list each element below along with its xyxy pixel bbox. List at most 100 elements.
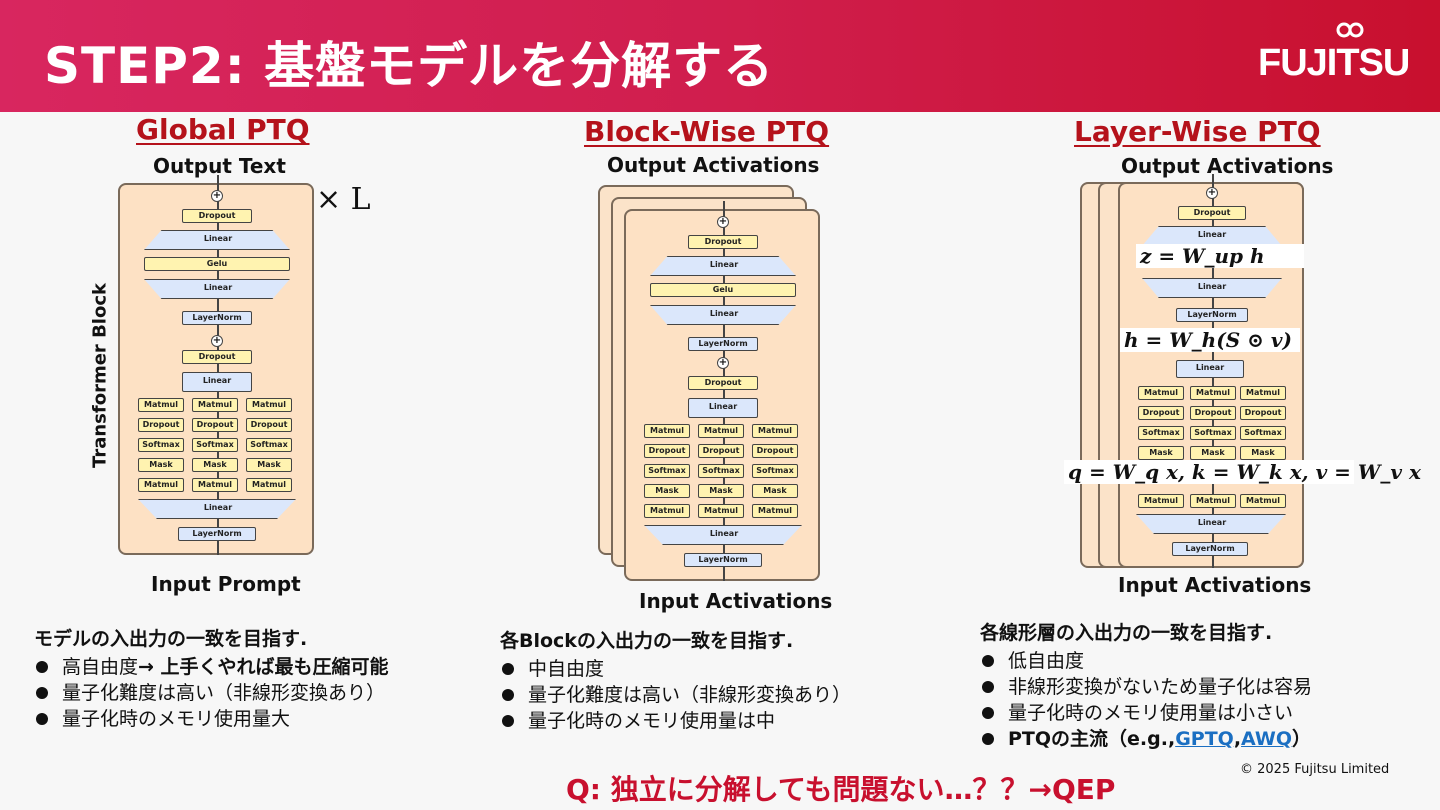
add-node-icon: + — [211, 335, 223, 347]
block-input-label: Input Activations — [639, 589, 833, 613]
bullet-icon — [982, 733, 994, 745]
dropout-module: Dropout — [1190, 406, 1236, 420]
formula-text: z = W_up h — [1140, 244, 1265, 268]
gelu-module: Gelu — [650, 283, 796, 297]
bullet-text: 量子化難度は高い（非線形変換あり） — [528, 684, 852, 706]
dropout-module: Dropout — [1138, 406, 1184, 420]
mask-module: Mask — [192, 458, 238, 472]
softmax-module: Softmax — [698, 464, 744, 478]
linear-label: Linear — [1197, 230, 1227, 239]
global-description: モデルの入出力の一致を目指す. 高自由度 → 上手くやれば最も圧縮可能 量子化難… — [34, 626, 389, 732]
bullet-icon — [982, 681, 994, 693]
matmul-module: Matmul — [644, 504, 690, 518]
awq-link[interactable]: AWQ — [1241, 728, 1293, 750]
block-output-label: Output Activations — [607, 153, 820, 177]
separator-text: , — [1233, 728, 1242, 750]
bullet-icon — [36, 713, 48, 725]
list-item: 中自由度 — [500, 656, 851, 682]
block-wise-transformer-block: + Dropout Linear Gelu Linear LayerNorm +… — [624, 201, 820, 581]
matmul-module: Matmul — [698, 424, 744, 438]
dropout-module: Dropout — [1240, 406, 1286, 420]
matmul-module: Matmul — [1190, 494, 1236, 508]
bullet-text: 量子化時のメモリ使用量は小さい — [1008, 702, 1294, 724]
list-item: 量子化時のメモリ使用量は中 — [500, 708, 851, 734]
linear-label: Linear — [1197, 518, 1227, 527]
mask-module: Mask — [138, 458, 184, 472]
linear-label: Linear — [709, 529, 739, 538]
repeat-l-label: × L — [316, 182, 371, 217]
dropout-module: Dropout — [182, 209, 252, 223]
layernorm-module: LayerNorm — [1172, 542, 1248, 556]
linear-label: Linear — [709, 309, 739, 318]
matmul-module: Matmul — [752, 504, 798, 518]
mask-module: Mask — [752, 484, 798, 498]
layernorm-module: LayerNorm — [182, 311, 252, 325]
block-description: 各Blockの入出力の一致を目指す. 中自由度 量子化難度は高い（非線形変換あり… — [500, 628, 851, 734]
mask-module: Mask — [644, 484, 690, 498]
formula-h-w-h: h = W_h(S ⊙ v) — [1120, 328, 1300, 352]
linear-label: Linear — [1197, 282, 1227, 291]
add-node-icon: + — [717, 216, 729, 228]
fujitsu-logo: FUJITSU — [1258, 22, 1410, 84]
layer-output-label: Output Activations — [1121, 154, 1334, 178]
global-description-head: モデルの入出力の一致を目指す. — [34, 628, 308, 650]
list-item: 量子化難度は高い（非線形変換あり） — [34, 680, 389, 706]
global-transformer-block: + Dropout Linear Gelu Linear LayerNorm +… — [118, 175, 314, 555]
dropout-module: Dropout — [138, 418, 184, 432]
formula-text: h = W_h(S ⊙ v) — [1124, 328, 1292, 352]
list-item: 量子化時のメモリ使用量は小さい — [980, 700, 1312, 726]
linear-label: Linear — [203, 283, 233, 292]
add-node-icon: + — [1206, 187, 1218, 199]
matmul-module: Matmul — [192, 398, 238, 412]
formula-text: q = W_q x, k = W_k x, v = W_v x — [1068, 460, 1421, 484]
bullet-text: 低自由度 — [1008, 650, 1085, 672]
bullet-text: 量子化時のメモリ使用量は中 — [528, 710, 776, 732]
matmul-module: Matmul — [192, 478, 238, 492]
residual-path — [217, 175, 219, 555]
copyright-text: © 2025 Fujitsu Limited — [1240, 762, 1390, 777]
mask-module: Mask — [1240, 446, 1286, 460]
linear-label: Linear — [203, 234, 233, 243]
slide-title: STEP2: 基盤モデルを分解する — [44, 37, 775, 95]
global-ptq-title: Global PTQ — [136, 113, 310, 146]
residual-path — [723, 201, 725, 581]
layer-description: 各線形層の入出力の一致を目指す. 低自由度 非線形変換がないため量子化は容易 量… — [980, 620, 1312, 752]
bullet-icon — [982, 707, 994, 719]
block-description-head: 各Blockの入出力の一致を目指す. — [500, 630, 794, 652]
bullet-text: 高自由度 — [62, 656, 139, 678]
block-wise-ptq-title: Block-Wise PTQ — [584, 115, 830, 148]
matmul-module: Matmul — [752, 424, 798, 438]
matmul-module: Matmul — [246, 398, 292, 412]
list-item: 高自由度 → 上手くやれば最も圧縮可能 — [34, 654, 389, 680]
layernorm-module: LayerNorm — [688, 337, 758, 351]
matmul-module: Matmul — [1240, 494, 1286, 508]
bullet-icon — [502, 689, 514, 701]
bullet-text: ） — [1292, 728, 1312, 750]
list-item: PTQの主流（e.g., GPTQ , AWQ ） — [980, 726, 1312, 752]
matmul-module: Matmul — [1138, 494, 1184, 508]
matmul-module: Matmul — [1240, 386, 1286, 400]
layernorm-module: LayerNorm — [178, 527, 256, 541]
bullet-text: 量子化難度は高い（非線形変換あり） — [62, 682, 386, 704]
softmax-module: Softmax — [1138, 426, 1184, 440]
mask-module: Mask — [698, 484, 744, 498]
list-item: 量子化時のメモリ使用量大 — [34, 706, 389, 732]
formula-z-w-up-h: z = W_up h — [1136, 244, 1304, 268]
bullet-emphasis: → 上手くやれば最も圧縮可能 — [138, 656, 389, 678]
layer-wise-ptq-title: Layer-Wise PTQ — [1074, 115, 1321, 148]
mask-module: Mask — [246, 458, 292, 472]
add-node-icon: + — [717, 357, 729, 369]
layer-input-label: Input Activations — [1118, 573, 1312, 597]
bullet-text: PTQの主流（e.g., — [1008, 728, 1176, 750]
matmul-module: Matmul — [138, 398, 184, 412]
bullet-text: 非線形変換がないため量子化は容易 — [1008, 676, 1313, 698]
bullet-icon — [982, 655, 994, 667]
bullet-icon — [502, 715, 514, 727]
mask-module: Mask — [1190, 446, 1236, 460]
gptq-link[interactable]: GPTQ — [1175, 728, 1234, 750]
softmax-module: Softmax — [1240, 426, 1286, 440]
list-item: 量子化難度は高い（非線形変換あり） — [500, 682, 851, 708]
linear-module: Linear — [1176, 360, 1244, 378]
softmax-module: Softmax — [752, 464, 798, 478]
dropout-module: Dropout — [1178, 206, 1246, 220]
